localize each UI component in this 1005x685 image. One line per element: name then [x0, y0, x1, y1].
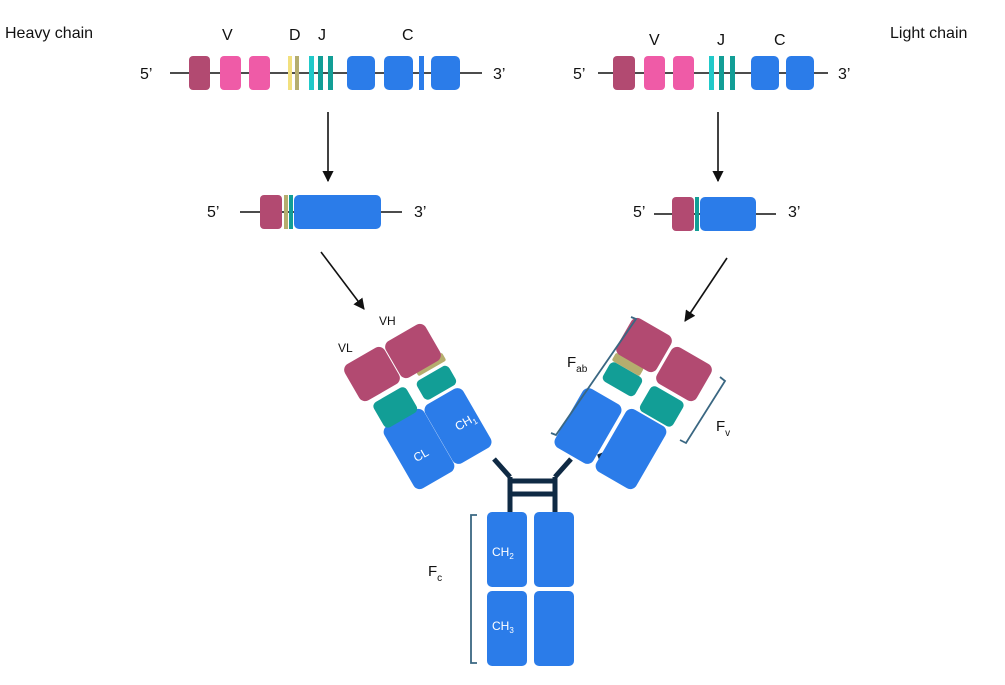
heavy-c-segment	[431, 56, 460, 90]
light-chain-gene: Light chain V J C 5’ 3’	[573, 25, 967, 90]
fc-label: Fc	[428, 563, 442, 584]
right-ch1-domain	[554, 388, 622, 464]
right-cl-domain	[595, 408, 667, 490]
fv-bracket	[679, 376, 727, 445]
ch2-label: CH2	[492, 545, 514, 561]
ch2-subscript: 2	[509, 552, 514, 561]
fab-label: Fab	[567, 354, 588, 375]
light-v-label: V	[649, 32, 660, 49]
left-heavy-j-region	[416, 365, 457, 400]
light-c-segment	[751, 56, 779, 90]
fv-subscript: v	[725, 428, 730, 439]
light-5prime-label: 5’	[573, 66, 585, 83]
heavy-d-segment	[288, 56, 292, 90]
heavy-c-segment	[384, 56, 413, 90]
left-ch2-domain	[487, 512, 527, 587]
light-v-segment	[644, 56, 665, 90]
heavy-to-antibody-arrow	[320, 251, 365, 310]
fc-label-f: F	[428, 563, 437, 580]
right-light-j-region	[639, 386, 684, 427]
fc-bracket	[470, 514, 477, 664]
light-leader-segment	[613, 56, 635, 90]
ch3-label: CH3	[492, 619, 514, 635]
left-vl-domain	[344, 346, 400, 402]
heavy-5prime-label: 5’	[140, 66, 152, 83]
heavy-c-label: C	[402, 27, 414, 44]
heavy-rearranged-j	[289, 195, 293, 229]
heavy-rearranged-5prime: 5’	[207, 204, 219, 221]
light-rearranged-leader	[672, 197, 694, 231]
left-light-j-region	[373, 387, 418, 428]
heavy-d-segment	[295, 56, 299, 90]
right-vl-domain	[656, 346, 712, 402]
fab-bracket	[550, 316, 638, 437]
heavy-v-segment	[249, 56, 270, 90]
left-ch1-domain	[424, 388, 492, 464]
heavy-d-label: D	[289, 27, 301, 44]
left-ch3-domain	[487, 591, 527, 666]
light-rearranged-3prime: 3’	[788, 204, 800, 221]
light-rearranged-gene: 5’ 3’	[633, 197, 800, 231]
cl-label-group: CL	[411, 445, 432, 465]
right-heavy-j-region	[602, 362, 643, 397]
fab-label-f: F	[567, 354, 576, 371]
heavy-v-label: V	[222, 27, 233, 44]
right-ch3-domain	[534, 591, 574, 666]
left-fab-arm: VL VH CL CH1	[338, 314, 492, 490]
ch1-subscript: 1	[471, 416, 480, 426]
ch2-label-text: CH	[492, 545, 509, 559]
heavy-rearranged-vdjc	[294, 195, 381, 229]
fv-label: Fv	[716, 418, 730, 439]
right-ch1-link	[553, 457, 573, 479]
vl-label: VL	[338, 341, 353, 355]
light-j-label: J	[717, 32, 725, 49]
heavy-leader-segment	[189, 56, 210, 90]
ch3-label-text: CH	[492, 619, 509, 633]
right-ch2-domain	[534, 512, 574, 587]
left-vh-domain	[385, 323, 441, 379]
heavy-j-segment	[328, 56, 333, 90]
heavy-j-label: J	[318, 27, 326, 44]
heavy-chain-gene: Heavy chain V D J C 5’ 3’	[5, 25, 505, 90]
light-rearranged-j	[695, 197, 699, 231]
fv-label-f: F	[716, 418, 725, 435]
left-ch1-link	[492, 457, 512, 479]
light-v-segment	[673, 56, 694, 90]
heavy-chain-label: Heavy chain	[5, 25, 93, 42]
heavy-j-segment	[309, 56, 314, 90]
light-j-segment	[709, 56, 714, 90]
heavy-c-segment	[347, 56, 375, 90]
left-cl-domain	[383, 408, 455, 490]
fc-region: CH2 CH3	[487, 512, 574, 666]
fc-subscript: c	[437, 573, 442, 584]
heavy-rearranged-3prime: 3’	[414, 204, 426, 221]
vh-label: VH	[379, 314, 396, 328]
light-rearranged-vjc	[700, 197, 756, 231]
heavy-c-segment	[419, 56, 424, 90]
fab-subscript: ab	[576, 364, 588, 375]
light-c-segment	[786, 56, 814, 90]
heavy-rearranged-d	[284, 195, 288, 229]
light-j-segment	[730, 56, 735, 90]
light-j-segment	[719, 56, 724, 90]
right-fab-arm	[554, 317, 712, 490]
cl-label: CL	[411, 445, 432, 465]
light-chain-label: Light chain	[890, 25, 967, 42]
light-3prime-label: 3’	[838, 66, 850, 83]
heavy-v-segment	[220, 56, 241, 90]
light-c-label: C	[774, 32, 786, 49]
heavy-3prime-label: 3’	[493, 66, 505, 83]
light-rearranged-5prime: 5’	[633, 204, 645, 221]
right-heavy-d-region	[612, 353, 644, 376]
heavy-rearranged-gene: 5’ 3’	[207, 195, 426, 229]
ch3-subscript: 3	[509, 626, 514, 635]
heavy-j-segment	[318, 56, 323, 90]
heavy-rearranged-leader	[260, 195, 282, 229]
light-to-antibody-arrow	[684, 257, 728, 322]
right-vh-domain	[616, 317, 672, 373]
